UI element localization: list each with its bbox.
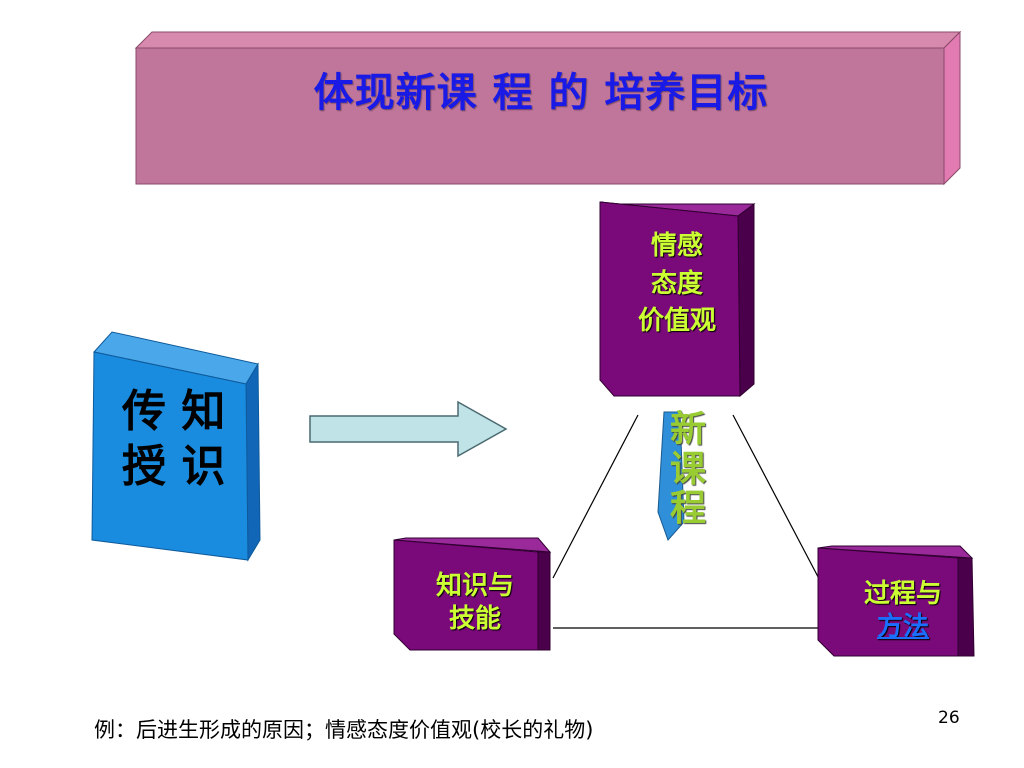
left-box-text: 知识与 技能 xyxy=(410,570,540,635)
right-box-link[interactable]: 方法 xyxy=(876,611,929,642)
center-blue-wedge xyxy=(657,411,685,541)
triangle-lines xyxy=(552,414,827,629)
knowledge-transfer-text: 传 知 授 识 xyxy=(122,384,225,494)
left-box-line1: 知识与 xyxy=(435,571,514,601)
knowledge-transfer-line1: 传 知 xyxy=(122,386,226,437)
page-number: 26 xyxy=(938,708,960,728)
slide-title: 体现新课 程 的 培养目标 xyxy=(313,70,769,116)
right-box-line1: 过程与 xyxy=(863,579,942,609)
left-box-line2: 技能 xyxy=(448,603,501,634)
top-box-line2: 态度 xyxy=(650,268,703,299)
center-word-char1: 新 xyxy=(669,409,706,450)
top-box-text: 情感 态度 价值观 xyxy=(612,228,742,341)
knowledge-transfer-line2: 授 识 xyxy=(122,441,226,492)
top-purple-box xyxy=(599,201,756,398)
top-box-line3: 价值观 xyxy=(637,306,716,337)
center-word-char3: 程 xyxy=(669,488,706,530)
right-box-text: 过程与 方法 xyxy=(836,578,970,643)
title-bar xyxy=(134,30,962,186)
footnote: 例：后进生形成的原因；情感态度价值观(校长的礼物) xyxy=(94,718,594,742)
knowledge-transfer-block xyxy=(91,331,261,562)
right-arrow xyxy=(309,400,508,458)
center-word-char2: 课 xyxy=(669,448,706,490)
left-purple-box xyxy=(393,537,552,651)
center-word: 新 课 程 xyxy=(664,410,712,529)
top-box-line1: 情感 xyxy=(650,231,703,261)
right-purple-box xyxy=(817,545,975,657)
